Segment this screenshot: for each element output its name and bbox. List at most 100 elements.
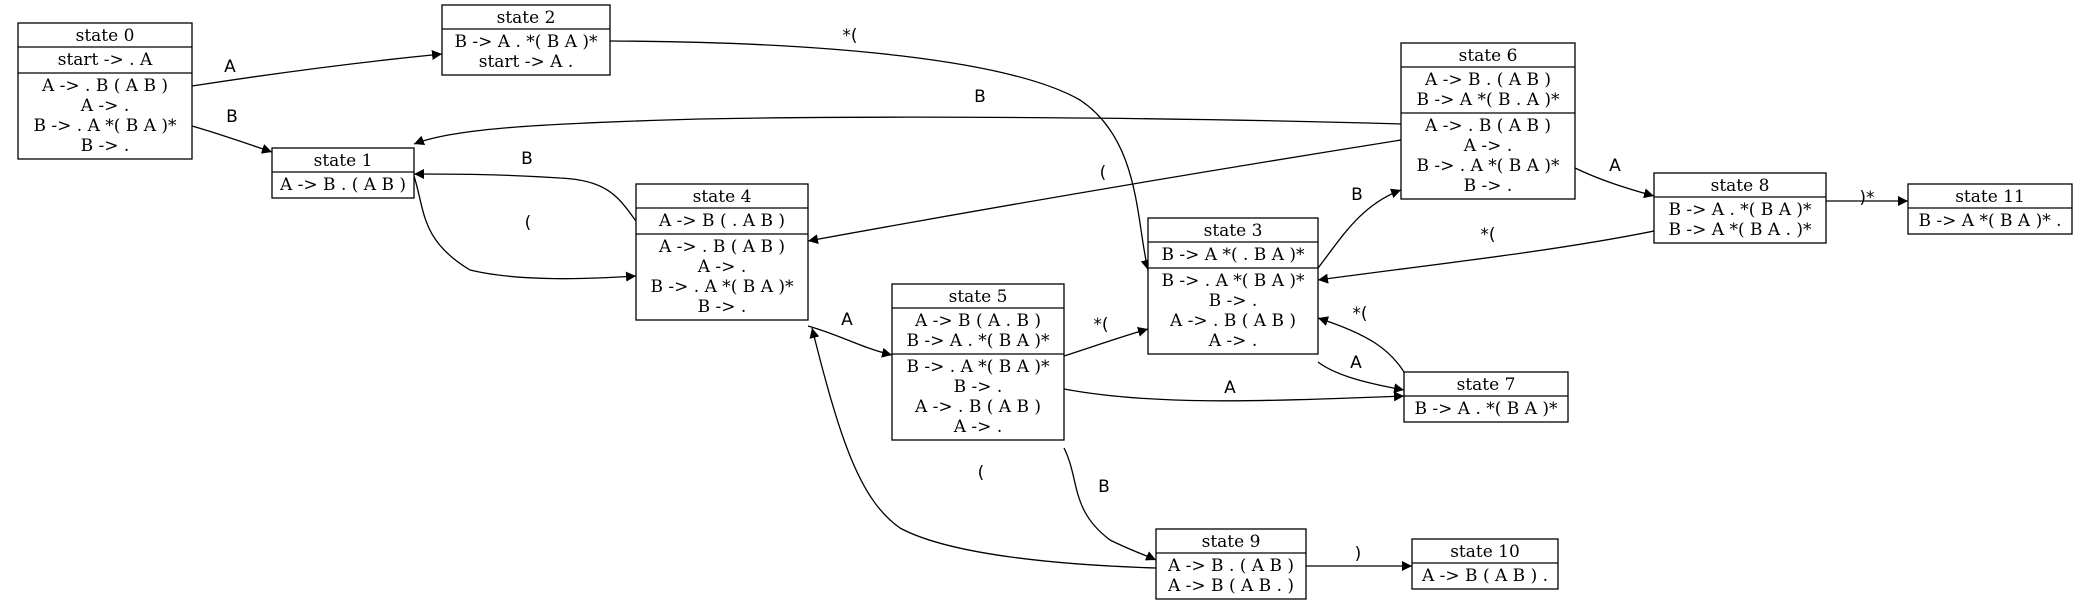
transition-edge: ): [1305, 544, 1412, 571]
kernel-item: A -> B ( A . B ): [914, 311, 1041, 331]
kernel-item: A -> B . ( A B ): [1167, 556, 1294, 576]
closure-item: A -> .: [1463, 136, 1512, 156]
transition-edge: *(: [1317, 225, 1655, 284]
state-node-s3: state 3B -> A *( . B A )*B -> . A *( B A…: [1147, 217, 1319, 355]
kernel-item: B -> A *( B . A )*: [1416, 90, 1560, 110]
transition-edge: A: [1574, 156, 1655, 199]
edge-label: A: [841, 310, 853, 330]
transition-edge: B: [413, 87, 1402, 146]
state-title: state 11: [1955, 187, 2025, 207]
edge-label: B: [1351, 185, 1363, 205]
state-node-s4: state 4 A -> B ( . A B ) A -> . B ( A B )A…: [635, 183, 809, 321]
edge-path: [191, 49, 443, 87]
transition-edge: B: [1317, 185, 1402, 269]
state-frame: [1400, 42, 1576, 200]
edge-path: [1574, 167, 1655, 199]
state-title: state 7: [1457, 375, 1516, 395]
edge-label: *(: [842, 26, 857, 46]
edge-path: [1317, 361, 1405, 394]
edge-label: B: [521, 149, 533, 169]
state-node-s5: state 5 A -> B ( A . B )B -> A . *( B A )…: [891, 283, 1065, 441]
kernel-item: A -> B ( A B . ): [1167, 576, 1294, 596]
state-frame: [1147, 217, 1319, 355]
closure-item: A -> .: [953, 417, 1002, 437]
edge-label: (: [978, 463, 985, 483]
edge-path: [807, 325, 893, 358]
closure-item: B -> .: [1464, 176, 1513, 196]
transition-edge: A: [1063, 378, 1405, 402]
state-title: state 8: [1711, 176, 1770, 196]
state-node-s10: state 10A -> B ( A B ) .: [1411, 538, 1559, 590]
state-frame: [17, 22, 193, 160]
state-title: state 4: [693, 187, 752, 207]
state-title: state 6: [1459, 46, 1518, 66]
edge-path: [1317, 188, 1402, 269]
transition-edge: *(: [1063, 315, 1149, 357]
state-title: state 5: [949, 287, 1008, 307]
transition-edge: B: [1063, 447, 1157, 561]
closure-item: B -> . A *( B A )*: [1416, 156, 1560, 176]
transition-edge: (: [809, 327, 1157, 569]
edge-path: [413, 175, 637, 282]
edge-label: (: [525, 213, 532, 233]
state-node-s8: state 8B -> A . *( B A )*B -> A *( B A .…: [1653, 172, 1827, 244]
state-frame: [1411, 538, 1559, 590]
state-node-s6: state 6A -> B . ( A B )B -> A *( B . A )…: [1400, 42, 1576, 200]
closure-item: A -> .: [1208, 331, 1257, 351]
kernel-item: A -> B ( . A B ): [658, 211, 785, 231]
transition-edge: B: [191, 107, 273, 154]
kernel-item: A -> B . ( A B ): [279, 175, 406, 195]
kernel-item: B -> A . *( B A )*: [454, 32, 598, 52]
edge-label: (: [1100, 163, 1107, 183]
edge-label: *(: [1480, 225, 1495, 245]
edge-label: B: [1098, 477, 1110, 497]
closure-item: A -> .: [80, 96, 129, 116]
state-frame: [1155, 528, 1307, 600]
closure-item: B -> . A *( B A )*: [33, 116, 177, 136]
closure-item: A -> . B ( A B ): [914, 397, 1041, 417]
transition-edge: )*: [1826, 188, 1908, 208]
state-node-s9: state 9A -> B . ( A B )A -> B ( A B . ): [1155, 528, 1307, 600]
state-title: state 10: [1450, 542, 1520, 562]
transition-edge: (: [413, 175, 637, 282]
edge-label: A: [1609, 156, 1621, 176]
edge-label: B: [226, 107, 238, 127]
closure-item: A -> . B ( A B ): [1169, 311, 1296, 331]
edge-path: [1317, 316, 1405, 373]
edge-path: [1063, 326, 1149, 357]
state-frame: [1403, 371, 1569, 423]
edge-label: ): [1355, 544, 1362, 564]
kernel-item: B -> A . *( B A )*: [906, 331, 1050, 351]
edge-label: A: [224, 57, 236, 77]
edge-path: [1317, 230, 1655, 284]
closure-item: A -> . B ( A B ): [658, 237, 785, 257]
transition-edge: B: [413, 149, 637, 222]
closure-item: A -> .: [697, 257, 746, 277]
closure-item: B -> .: [698, 297, 747, 317]
kernel-item: B -> A *( B A )* .: [1918, 211, 2061, 231]
transition-edge: A: [191, 49, 443, 87]
kernel-item: B -> A *( . B A )*: [1161, 245, 1305, 265]
edge-path: [1063, 388, 1405, 402]
state-title: state 0: [76, 26, 135, 46]
transition-edge: *(: [1317, 304, 1405, 373]
closure-item: B -> .: [81, 136, 130, 156]
edge-path: [807, 139, 1402, 245]
state-node-s7: state 7B -> A . *( B A )*: [1403, 371, 1569, 423]
state-frame: [271, 147, 415, 199]
state-node-s11: state 11 B -> A *( B A )* .: [1907, 183, 2073, 235]
kernel-item: start -> . A: [58, 50, 153, 70]
transition-edge: *(: [609, 26, 1151, 271]
edge-path: [1063, 447, 1157, 561]
state-title: state 3: [1204, 221, 1263, 241]
closure-item: A -> . B ( A B ): [1424, 116, 1551, 136]
closure-item: B -> .: [1209, 291, 1258, 311]
kernel-item: B -> A *( B A . )*: [1668, 220, 1812, 240]
edge-label: B: [974, 87, 986, 107]
edge-path: [609, 40, 1151, 271]
edge-path: [413, 169, 637, 222]
